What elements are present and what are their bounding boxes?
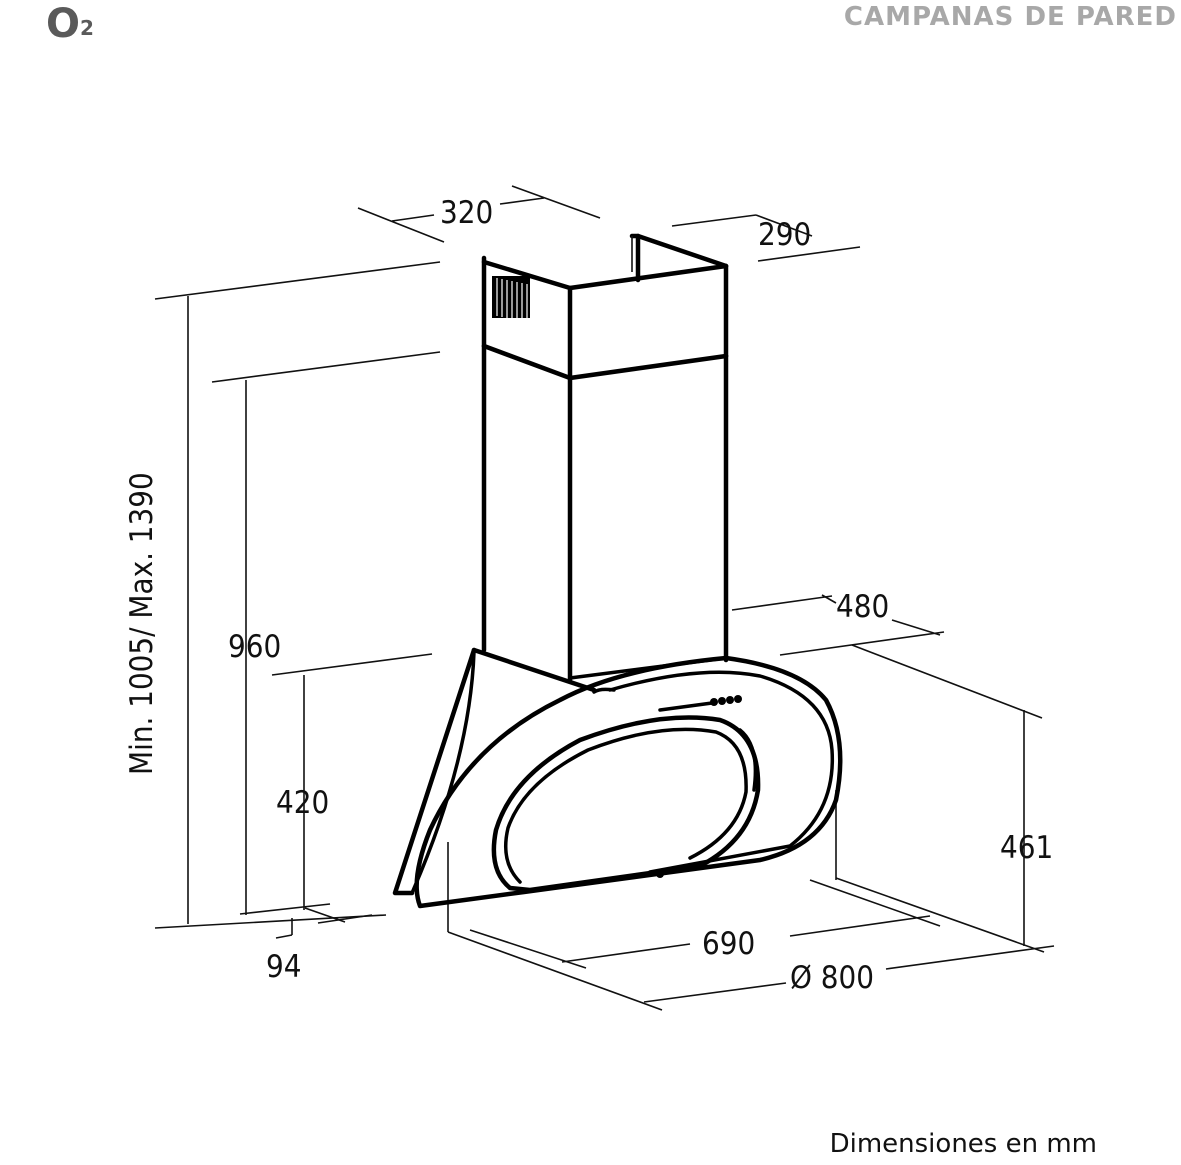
dim-290-ext	[757, 246, 861, 262]
dim-label-320: 320	[440, 195, 493, 231]
dim-290-tick	[755, 214, 813, 237]
filter-opening-inner	[504, 727, 748, 884]
dim-94-line-right	[317, 914, 373, 924]
filter-opening-highlight	[738, 728, 758, 792]
model-superscript: 2	[80, 16, 94, 40]
category-title: CAMPANAS DE PARED	[843, 2, 1177, 32]
filter-opening-outer	[491, 715, 761, 893]
dim-480-tick	[821, 594, 837, 604]
dim-total-ext-bottom	[154, 914, 387, 929]
upper-chimney-back-top	[635, 233, 729, 269]
glass-panel-outer	[414, 655, 843, 909]
units-note: Dimensiones en mm	[829, 1129, 1097, 1159]
canopy-side-left	[392, 647, 477, 896]
dim-480-line	[891, 619, 941, 636]
filter-latch	[656, 870, 664, 878]
vent-grille-block	[492, 276, 530, 318]
dim-480-ext-top	[731, 595, 833, 611]
vent-grille-icon	[492, 276, 530, 320]
dim-320-ext-left	[357, 207, 445, 243]
rim-joint	[592, 687, 616, 694]
dim-960-ext-top	[211, 351, 441, 383]
dim-690-line-left	[561, 943, 691, 963]
dim-label-diameter: Ø 800	[790, 960, 874, 996]
upper-chimney-back-edge	[629, 233, 641, 283]
control-bar	[658, 701, 714, 712]
dim-label-480: 480	[836, 589, 889, 625]
dim-690-ext-left	[469, 929, 587, 969]
dim-label-290: 290	[758, 217, 811, 253]
dim-94-line-left	[275, 934, 293, 939]
dim-800-line-left	[643, 982, 787, 1003]
dim-480-ext-bottom	[779, 631, 945, 656]
dim-320-line-right	[499, 197, 545, 205]
dim-320-line-left	[391, 214, 435, 222]
dim-420-ext-top	[271, 653, 433, 676]
dim-label-461: 461	[1000, 830, 1053, 866]
dim-800-line-right	[885, 945, 1055, 970]
control-button-1	[710, 698, 718, 706]
dim-label-690: 690	[702, 926, 755, 962]
dim-label-total-height: Min. 1005/ Max. 1390	[124, 472, 160, 775]
canopy-side-inner	[410, 650, 476, 895]
dimension-lines	[154, 185, 1055, 1011]
dim-461-ext-bottom	[835, 877, 1045, 953]
dim-420-ext-bottom	[239, 903, 331, 915]
lower-chimney-top	[481, 343, 729, 381]
dim-290-line	[671, 214, 757, 227]
dim-label-960: 960	[228, 629, 281, 665]
hood-outline	[392, 233, 843, 909]
dim-label-94: 94	[266, 949, 301, 985]
dim-690-line-right	[789, 915, 931, 937]
glass-panel-edge	[608, 670, 835, 874]
model-name: O2	[46, 0, 94, 48]
control-button-4	[734, 695, 742, 703]
control-button-3	[726, 696, 734, 704]
control-button-2	[718, 697, 726, 705]
dim-label-420: 420	[276, 785, 329, 821]
dim-800-ext-left	[447, 931, 663, 1011]
dim-690-ext-right	[809, 879, 941, 927]
control-panel	[658, 695, 742, 712]
dim-320-ext-right	[511, 185, 601, 219]
canopy-side-top	[471, 647, 597, 693]
model-letter: O	[46, 1, 81, 47]
dim-461-ext-top	[851, 644, 1043, 719]
dim-total-ext-top	[154, 261, 441, 300]
